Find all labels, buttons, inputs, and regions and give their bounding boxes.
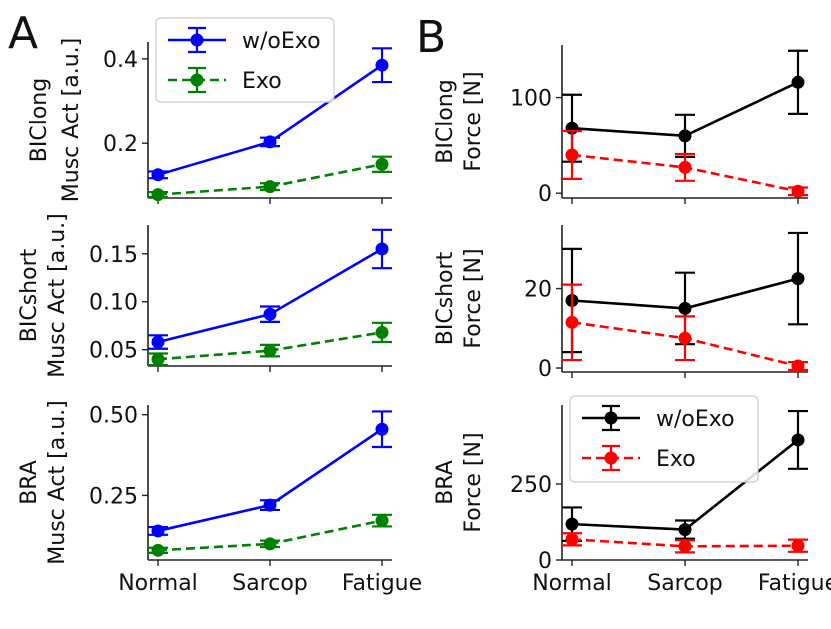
data-point xyxy=(678,129,692,143)
x-tick-label: Sarcop xyxy=(647,571,723,596)
panel-letter-b: B xyxy=(416,12,446,63)
data-point xyxy=(678,331,692,345)
legend-entry-label: Exo xyxy=(242,69,282,94)
y-axis-label: Musc Act [a.u.] xyxy=(45,400,70,564)
series-exo xyxy=(562,129,808,198)
data-point xyxy=(263,498,277,512)
y-tick-label: 0.05 xyxy=(89,339,138,364)
data-point xyxy=(263,344,277,358)
x-tick-label: Normal xyxy=(118,571,198,596)
series-exo xyxy=(562,283,808,373)
data-point xyxy=(375,325,389,339)
y-tick-label: 250 xyxy=(510,473,552,498)
y-tick-label: 0.4 xyxy=(103,48,138,73)
y-tick-label: 0.2 xyxy=(103,132,138,157)
y-axis-label: BICshort xyxy=(17,248,42,342)
data-point xyxy=(263,135,277,149)
data-point xyxy=(791,184,805,198)
x-tick-label: Sarcop xyxy=(232,571,308,596)
y-axis-label: BIClong xyxy=(27,78,52,162)
series-exo xyxy=(148,321,392,367)
y-axis-label: Musc Act [a.u.] xyxy=(45,213,70,377)
legend-entry-label: w/oExo xyxy=(656,407,735,432)
series-exo xyxy=(148,513,392,557)
y-tick-label: 0.50 xyxy=(89,404,138,429)
data-point xyxy=(151,188,165,202)
y-tick-label: 0 xyxy=(538,182,552,207)
data-point xyxy=(151,352,165,366)
data-point xyxy=(375,157,389,171)
data-point xyxy=(151,543,165,557)
data-point xyxy=(678,523,692,537)
legend-marker xyxy=(604,411,618,425)
data-point xyxy=(565,517,579,531)
data-point xyxy=(678,301,692,315)
data-point xyxy=(263,307,277,321)
y-tick-label: 0.15 xyxy=(89,243,138,268)
data-point xyxy=(375,242,389,256)
series-w-oexo xyxy=(562,49,808,163)
data-point xyxy=(263,180,277,194)
data-point xyxy=(678,539,692,553)
y-tick-label: 20 xyxy=(524,278,552,303)
series-w-oexo xyxy=(148,47,392,182)
y-axis-label: Force [N] xyxy=(461,248,486,348)
legend-marker xyxy=(190,73,204,87)
data-point xyxy=(565,148,579,162)
data-point xyxy=(791,539,805,553)
series-line xyxy=(157,247,383,344)
series-w-oexo xyxy=(562,231,808,354)
legend-entry-label: w/oExo xyxy=(242,29,321,54)
data-point xyxy=(678,160,692,174)
y-tick-label: 100 xyxy=(510,87,552,112)
y-axis-label: BRA xyxy=(433,460,458,505)
data-point xyxy=(791,359,805,373)
series-exo xyxy=(562,532,808,554)
data-point xyxy=(375,422,389,436)
y-axis-label: Musc Act [a.u.] xyxy=(59,38,84,202)
series-line xyxy=(157,428,383,533)
series-w-oexo xyxy=(148,228,392,350)
data-point xyxy=(375,514,389,528)
y-axis-label: BIClong xyxy=(433,79,458,163)
data-point xyxy=(565,315,579,329)
data-point xyxy=(791,433,805,447)
data-point xyxy=(791,75,805,89)
y-tick-label: 0.10 xyxy=(89,291,138,316)
y-axis-label: Force [N] xyxy=(461,432,486,532)
y-tick-label: 0.25 xyxy=(89,484,138,509)
series-exo xyxy=(148,155,392,202)
legend-marker xyxy=(190,33,204,47)
x-tick-label: Normal xyxy=(532,571,612,596)
data-point xyxy=(151,524,165,538)
x-tick-label: Fatigue xyxy=(758,571,831,596)
data-point xyxy=(263,537,277,551)
y-axis-label: BRA xyxy=(17,460,42,505)
x-tick-label: Fatigue xyxy=(342,571,422,596)
data-point xyxy=(791,272,805,286)
y-axis-label: BICshort xyxy=(433,251,458,345)
legend-entry-label: Exo xyxy=(656,447,696,472)
y-axis-label: Force [N] xyxy=(461,71,486,171)
y-tick-label: 0 xyxy=(538,357,552,382)
y-tick-label: 0 xyxy=(538,549,552,574)
panel-letter-a: A xyxy=(8,8,38,59)
series-w-oexo xyxy=(148,410,392,538)
data-point xyxy=(565,532,579,546)
data-point xyxy=(375,58,389,72)
data-point xyxy=(151,335,165,349)
data-point xyxy=(151,168,165,182)
legend-marker xyxy=(604,451,618,465)
